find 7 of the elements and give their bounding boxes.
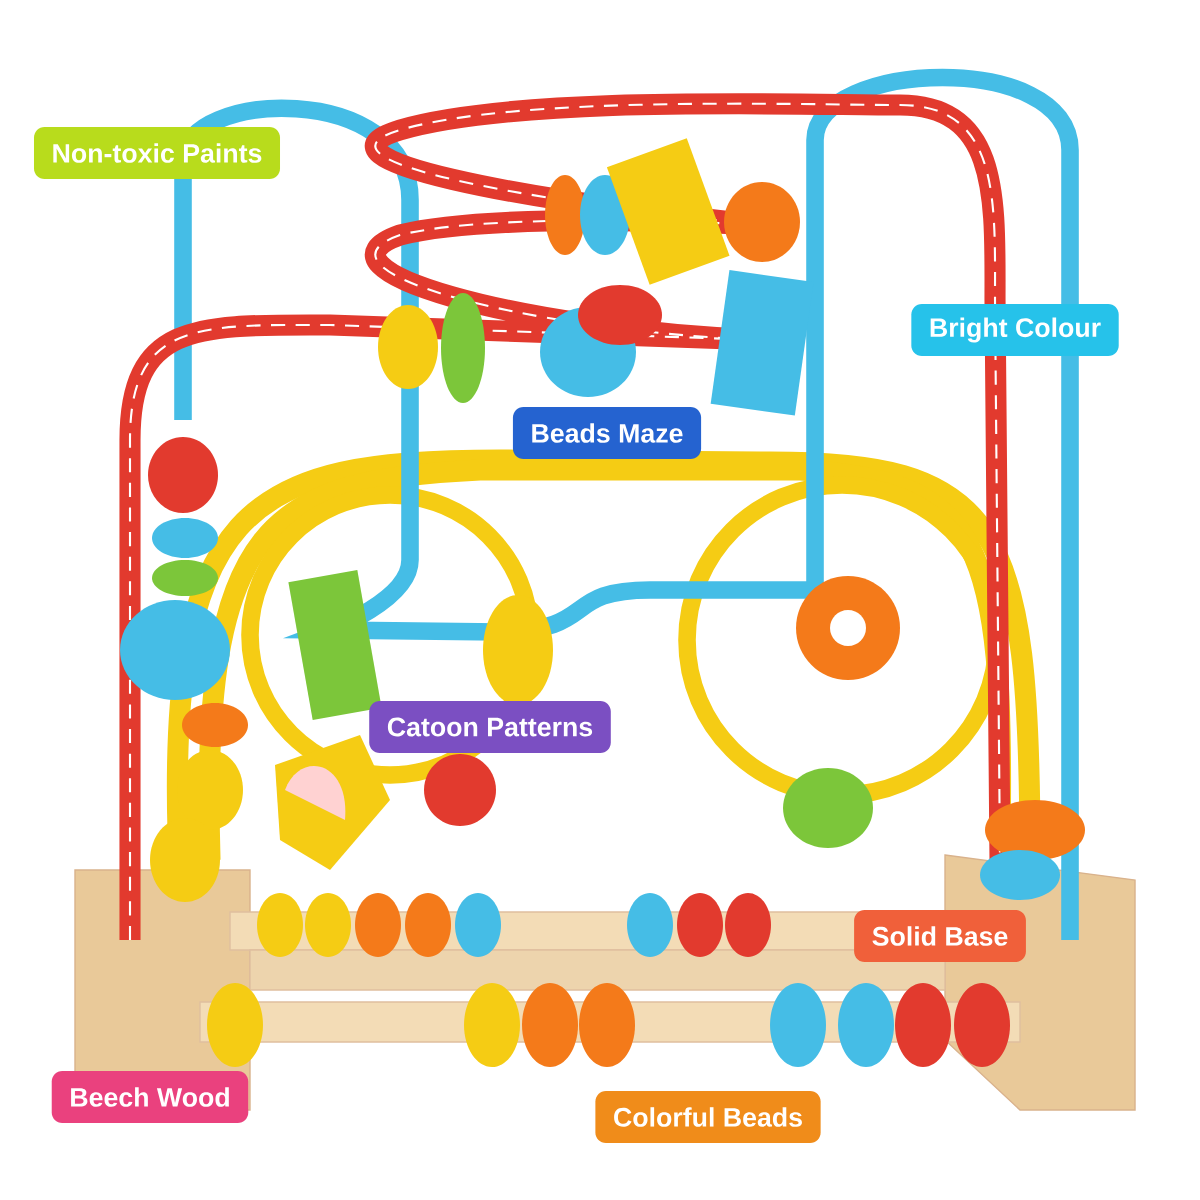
label-box: Colorful Beads xyxy=(595,1091,821,1144)
label-box: Catoon Patterns xyxy=(369,701,611,754)
label-box: Beech Wood xyxy=(51,1071,249,1124)
label-box: Non-toxic Paints xyxy=(34,127,280,179)
label-box: Beads Maze xyxy=(512,407,702,459)
label-box: Bright Colour xyxy=(911,304,1119,356)
label-box: Solid Base xyxy=(854,910,1026,963)
